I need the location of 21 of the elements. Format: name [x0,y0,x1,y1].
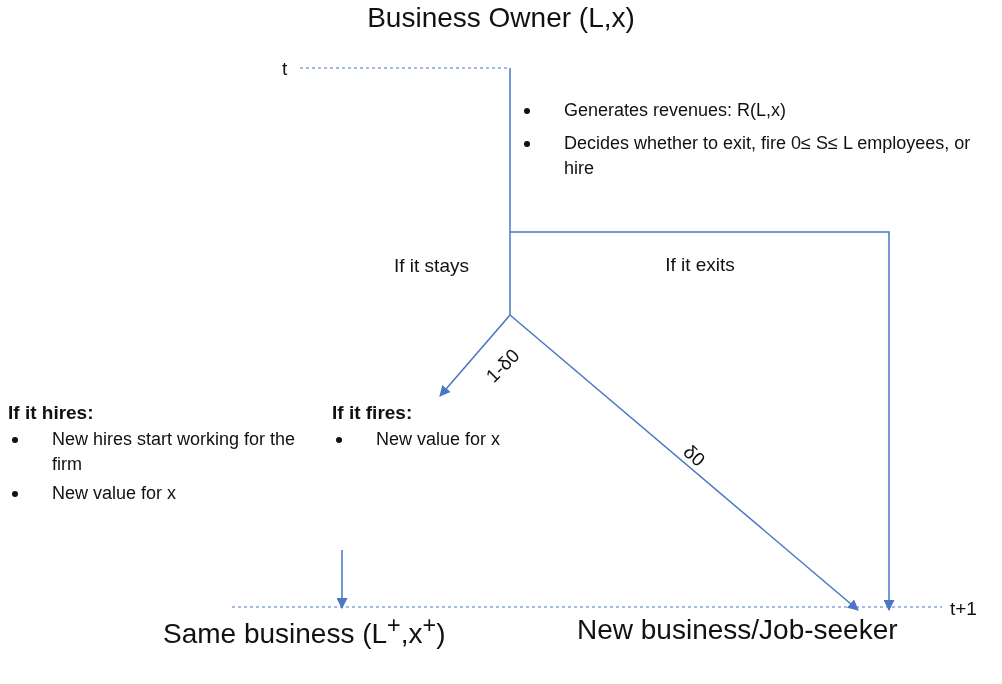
time-label: t [282,58,288,79]
edge-label: δ0 [678,440,710,472]
state-label: New business/Job-seeker [577,614,898,646]
state-label: Same business (L$^{+}$,x$^{+}$) [163,612,446,651]
arrow [336,549,348,610]
case-heading: If it fires: [332,401,414,425]
time-label: t+1 [950,598,977,619]
edge-label: If it exits [665,254,735,276]
arrow [509,314,859,611]
bullet-text: Decides whether to exit, fire 0≤ S≤ L employees, or hire [520,131,990,182]
arrow [509,231,895,612]
case-heading: If it hires: [8,401,95,425]
bullet-text: Generates revenues: R(L,x) [520,98,990,124]
bullet-text: New hires start working for the firm [8,426,330,477]
bullet-text: New value for x [332,426,572,452]
arrow [439,314,511,397]
bullet-text: New value for x [8,480,330,507]
branch-line [509,67,511,233]
branch-line [509,231,511,316]
branch-label: If it stays [394,255,469,276]
title: Business Owner (L,x) [367,2,635,33]
